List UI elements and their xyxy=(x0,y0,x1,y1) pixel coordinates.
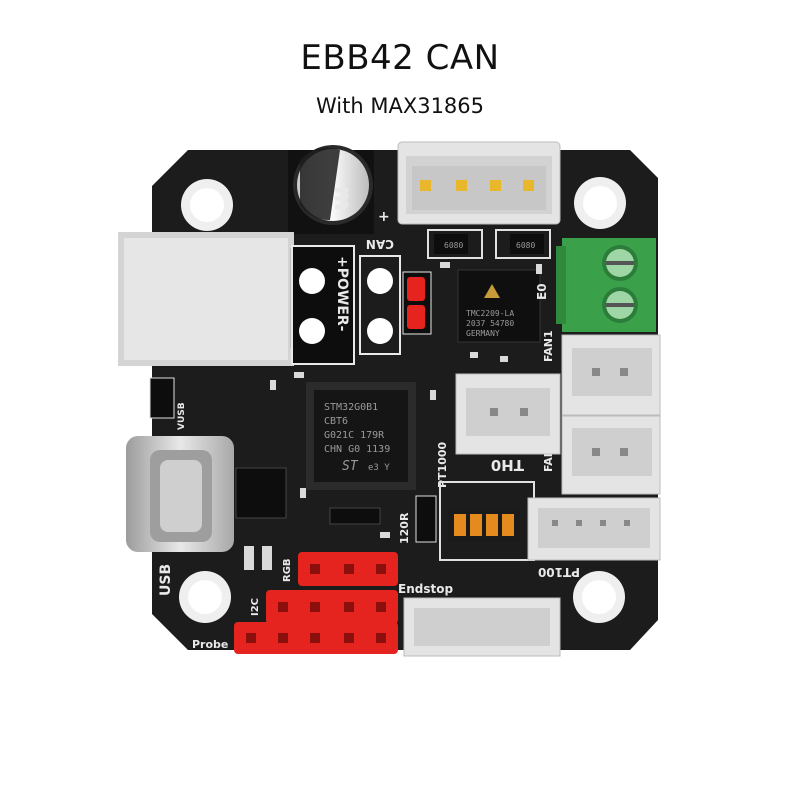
mcu-marking-line1: STM32G0B1 xyxy=(324,402,378,413)
product-subtitle: With MAX31865 xyxy=(315,94,485,118)
vusb-label: VUSB xyxy=(177,402,187,430)
capacitor: m + xyxy=(288,145,390,234)
smd-components xyxy=(244,262,542,570)
pt100-connector: PT100 xyxy=(527,497,661,579)
usb-label: USB xyxy=(158,564,174,596)
r120-label: 120R xyxy=(398,512,411,544)
mounting-holes xyxy=(179,177,626,623)
th0-label: TH0 xyxy=(491,456,524,474)
endstop-label: Endstop xyxy=(398,582,453,596)
fan0-connector: FAN0 xyxy=(542,415,661,495)
e0-label: E0 xyxy=(535,283,549,300)
heater-screw-terminal: E0 xyxy=(535,238,656,332)
fan1-connector: FAN1 xyxy=(542,330,661,416)
mosfet-right-marking: 6080 xyxy=(516,241,535,250)
pt1000-label: PT1000 xyxy=(436,441,449,488)
probe-label: Probe xyxy=(192,638,228,651)
mosfet-left-marking: 6080 xyxy=(444,241,463,250)
power-pads: +POWER- xyxy=(291,245,355,365)
driver-marking-line3: GERMANY xyxy=(466,329,500,338)
driver-marking-line1: TMC2209-LA xyxy=(466,309,514,318)
mosfets: 6080 6080 xyxy=(427,229,551,259)
mcu-marking-line3: G021C 179R xyxy=(324,430,385,441)
fan1-label: FAN1 xyxy=(542,330,555,362)
can-label: CAN xyxy=(366,237,394,251)
rgb-label: RGB xyxy=(282,558,293,582)
mcu-marking-line2: CBT6 xyxy=(324,416,348,427)
accelerometer-chip xyxy=(235,467,287,519)
th0-connector: TH0 PT1000 xyxy=(436,373,561,488)
mcu-marking-suffix: e3 Y xyxy=(368,463,390,473)
dip-switch: 120R xyxy=(398,481,535,561)
power-can-connector xyxy=(118,232,304,366)
capacitor-plus-label: + xyxy=(378,209,390,225)
stm32-mcu-chip: STM32G0B1 CBT6 G021C 179R CHN G0 1139 ST… xyxy=(306,382,416,490)
st-logo: ST xyxy=(342,459,359,474)
can-pads: CAN xyxy=(359,237,432,355)
capacitor-mark: m xyxy=(329,186,357,211)
driver-marking-line2: 2037 54780 xyxy=(466,319,514,328)
pt100-label: PT100 xyxy=(538,565,580,579)
red-header-pins: RGB I2C Probe xyxy=(192,552,398,654)
mcu-marking-line4: CHN G0 1139 xyxy=(324,444,390,455)
power-label: +POWER- xyxy=(334,256,350,332)
tmc2209-driver-chip: TMC2209-LA 2037 54780 GERMANY xyxy=(457,269,541,343)
usb-c-connector: USB VUSB xyxy=(126,377,234,596)
endstop-connector: Endstop xyxy=(398,582,561,657)
stepper-connector xyxy=(397,141,561,225)
i2c-label: I2C xyxy=(250,598,261,616)
product-title: EBB42 CAN xyxy=(300,38,500,78)
